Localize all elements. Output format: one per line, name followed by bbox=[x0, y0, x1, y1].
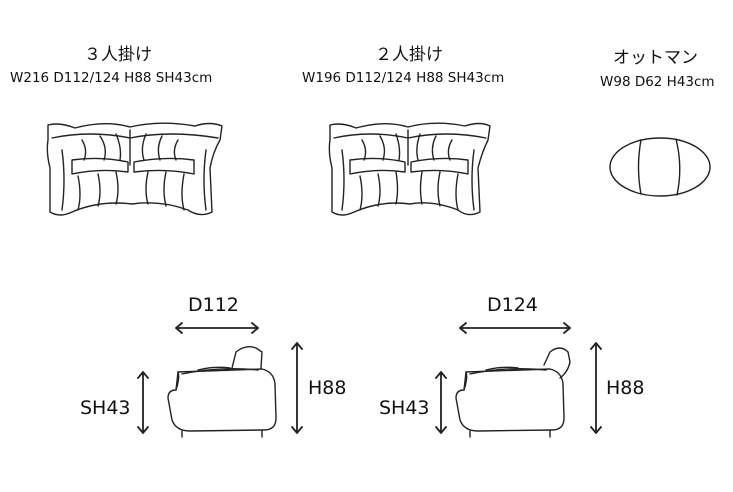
product-title-ottoman: オットマン bbox=[613, 48, 698, 68]
side-view-drawing-2 bbox=[455, 347, 571, 438]
height-arrow-2 bbox=[590, 342, 602, 434]
seat-height-label-2: SH43 bbox=[379, 397, 430, 419]
three-seater-sofa-drawing bbox=[46, 122, 223, 216]
height-label-1: H88 bbox=[308, 377, 347, 399]
depth-label-1: D112 bbox=[188, 294, 239, 316]
side-view-drawing-1 bbox=[167, 345, 277, 438]
depth-arrow-2 bbox=[459, 322, 571, 334]
height-arrow-1 bbox=[291, 342, 303, 434]
product-title-2-seater: ２人掛け bbox=[375, 45, 443, 65]
depth-arrow-1 bbox=[175, 322, 259, 334]
depth-label-2: D124 bbox=[487, 294, 538, 316]
ottoman-drawing bbox=[609, 137, 711, 197]
seat-height-arrow-2 bbox=[435, 371, 447, 434]
product-spec-2-seater: W196 D112/124 H88 SH43cm bbox=[302, 70, 505, 86]
height-label-2: H88 bbox=[606, 377, 645, 399]
product-spec-3-seater: W216 D112/124 H88 SH43cm bbox=[10, 70, 213, 86]
two-seater-sofa-drawing bbox=[328, 122, 491, 216]
product-title-3-seater: ３人掛け bbox=[84, 45, 152, 65]
product-spec-ottoman: W98 D62 H43cm bbox=[600, 74, 715, 90]
seat-height-arrow-1 bbox=[137, 371, 149, 434]
seat-height-label-1: SH43 bbox=[80, 397, 131, 419]
